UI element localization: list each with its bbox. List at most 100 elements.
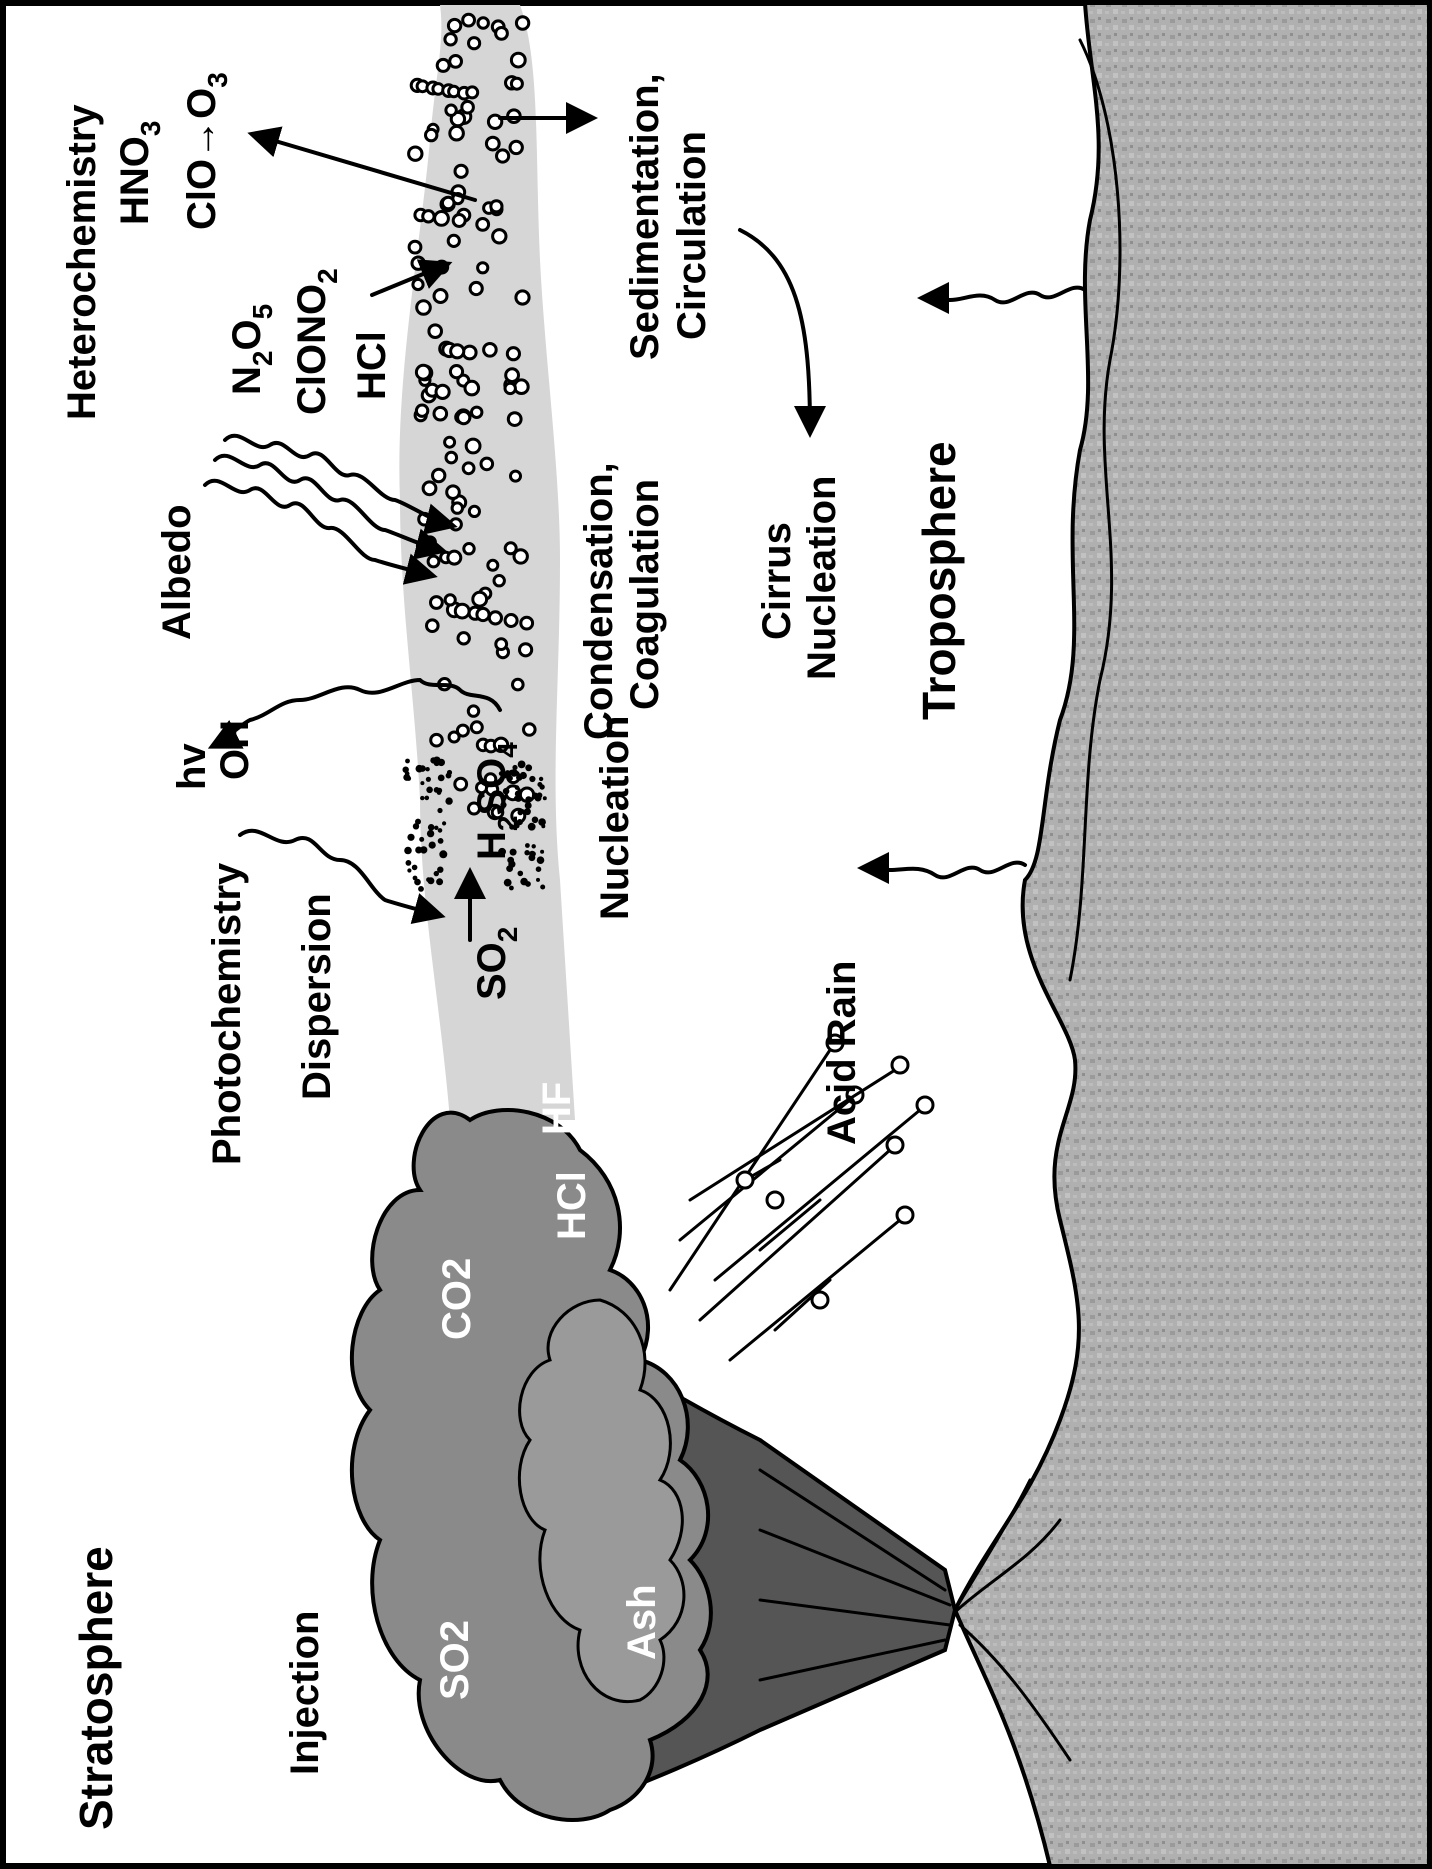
fine-particle [405, 759, 410, 764]
aerosol-particle [434, 290, 447, 303]
hv-label: hv [170, 743, 214, 790]
aerosol-particle [434, 407, 447, 420]
aerosol-particle [497, 150, 509, 162]
fine-particle [504, 879, 512, 887]
aerosol-particle [496, 28, 508, 40]
fine-particle [405, 771, 410, 776]
fine-particle [420, 846, 427, 853]
fine-particle [413, 876, 418, 881]
fine-particle [412, 865, 418, 871]
fine-particle [420, 796, 424, 800]
aerosol-particle [491, 201, 502, 212]
fine-particle [539, 777, 543, 781]
aerosol-particle [505, 383, 515, 393]
aerosol-particle [513, 679, 524, 690]
aerosol-particle [470, 282, 482, 294]
fine-particle [438, 775, 445, 782]
fine-particle [525, 843, 530, 848]
aerosol-particle [458, 633, 469, 644]
aerosol-particle [442, 197, 454, 209]
fine-particle [525, 802, 532, 809]
fine-particle [515, 790, 522, 797]
stratosphere-label: Stratosphere [70, 1546, 122, 1830]
fine-particle [540, 885, 545, 890]
aerosol-particle [506, 369, 519, 382]
aerosol-particle [496, 639, 507, 650]
aerosol-particle [481, 458, 493, 470]
aerosol-particle [521, 617, 533, 629]
aerosol-particle [457, 725, 468, 736]
aerosol-particle [448, 551, 461, 564]
photochemistry-label: Photochemistry [205, 862, 249, 1165]
fine-particle [543, 796, 547, 800]
aerosol-particle [445, 34, 456, 45]
aerosol-particle [431, 597, 443, 609]
aerosol-particle [467, 87, 478, 98]
aerosol-particle [473, 592, 487, 606]
aerosol-particle [494, 576, 504, 586]
aerosol-particle [446, 105, 456, 115]
fine-particle [439, 850, 447, 858]
aerosol-particle [472, 407, 482, 417]
aerosol-particle [445, 437, 455, 447]
fine-particle [418, 886, 424, 892]
aerosol-particle [450, 366, 462, 378]
fine-particle [518, 761, 526, 769]
aerosol-particle [455, 778, 467, 790]
fine-particle [447, 770, 452, 775]
fine-particle [536, 878, 540, 882]
aerosol-particle [462, 101, 474, 113]
coagulation-label: Coagulation [623, 479, 667, 710]
aerosol-particle [465, 381, 479, 395]
aerosol-particle [412, 257, 424, 269]
fine-particle [528, 823, 536, 831]
fine-particle [445, 797, 452, 804]
aerosol-particle [471, 722, 482, 733]
injection-label: Injection [283, 1611, 327, 1775]
aerosol-particle [448, 235, 459, 246]
aerosol-particle [469, 506, 479, 516]
hcl-gas-label: HCl [350, 331, 394, 400]
aerosol-particle [413, 279, 423, 289]
fine-particle [434, 826, 438, 830]
fine-particle [407, 868, 411, 872]
aerosol-particle [433, 469, 445, 481]
aerosol-particle [450, 126, 464, 140]
acid-rain-label: Acid Rain [820, 961, 864, 1145]
sedimentation-label: Sedimentation, [623, 73, 667, 360]
aerosol-particle [409, 147, 422, 160]
aerosol-particle [478, 263, 488, 273]
fine-particle [529, 851, 535, 857]
aerosol-particle [428, 556, 439, 567]
cloud-label-so2: SO2 [433, 1620, 477, 1700]
fine-particle [532, 817, 539, 824]
fine-particle [438, 828, 443, 833]
fine-particle [425, 796, 430, 801]
fine-particle [419, 837, 424, 842]
troposphere-label: Troposphere [913, 441, 965, 720]
aerosol-particle [447, 486, 460, 499]
fine-particle [541, 824, 545, 828]
aerosol-particle [423, 211, 434, 222]
cirrus-label: Cirrus [755, 522, 799, 640]
aerosol-particle [463, 463, 474, 474]
fine-particle [539, 784, 544, 789]
aerosol-particle [426, 129, 437, 140]
aerosol-particle [436, 385, 449, 398]
aerosol-particle [477, 219, 489, 231]
albedo-label: Albedo [155, 504, 199, 640]
fine-particle [437, 867, 443, 873]
aerosol-particle [427, 620, 439, 632]
aerosol-particle [468, 706, 478, 716]
aerosol-particle [435, 212, 449, 226]
heterochemistry-label: Heterochemistry [60, 104, 104, 420]
fine-particle [416, 765, 424, 773]
fine-particle [434, 787, 440, 793]
aerosol-particle [455, 165, 467, 177]
aerosol-particle [463, 14, 475, 26]
fine-particle [407, 834, 414, 841]
aerosol-particle [448, 19, 460, 31]
fine-particle [420, 781, 424, 785]
aerosol-particle [466, 439, 480, 453]
